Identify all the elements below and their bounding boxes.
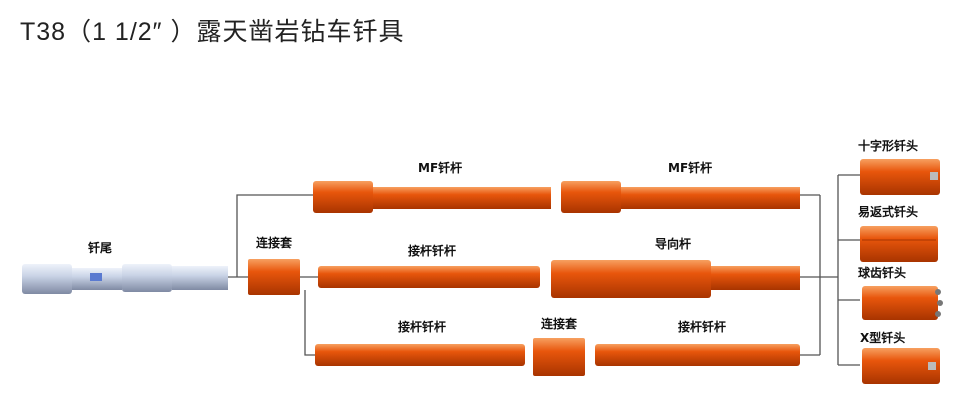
- button-bit: [862, 286, 943, 320]
- shank-label: 钎尾: [88, 240, 112, 255]
- coupling-sleeve-bottom: [533, 338, 585, 376]
- coupling-sleeve-left: [248, 259, 300, 295]
- coupling-bottom-label: 连接套: [541, 316, 578, 331]
- mf-rod-1: [313, 181, 551, 213]
- extension-rod-mid-label: 接杆钎杆: [408, 243, 456, 258]
- mf-rod-1-label: MF钎杆: [418, 160, 462, 175]
- mf-rod-2: [561, 181, 800, 213]
- extension-rod-mid: [318, 266, 540, 288]
- page-title: T38（1 1/2″ ）露天凿岩钻车钎具: [20, 18, 405, 46]
- retrac-bit: [860, 226, 938, 262]
- button-bit-label: 球齿钎头: [858, 265, 906, 280]
- guide-rod-label: 导向杆: [655, 236, 691, 251]
- extension-rod-bottom-1: [315, 344, 525, 366]
- mf-rod-2-label: MF钎杆: [668, 160, 712, 175]
- extension-rod-bottom-2-label: 接杆钎杆: [678, 319, 726, 334]
- cross-bit-label: 十字形钎头: [858, 138, 918, 153]
- retrac-bit-label: 易返式钎头: [858, 204, 918, 219]
- guide-rod: [551, 260, 800, 298]
- connector-lines: [228, 174, 860, 366]
- coupling-left-label: 连接套: [256, 235, 293, 250]
- extension-rod-bottom-1-label: 接杆钎杆: [398, 319, 446, 334]
- cross-bit: [860, 159, 940, 195]
- shank-adapter: [22, 264, 228, 294]
- extension-rod-bottom-2: [595, 344, 800, 366]
- x-bit-label: X型钎头: [860, 330, 905, 345]
- x-bit: [862, 348, 940, 384]
